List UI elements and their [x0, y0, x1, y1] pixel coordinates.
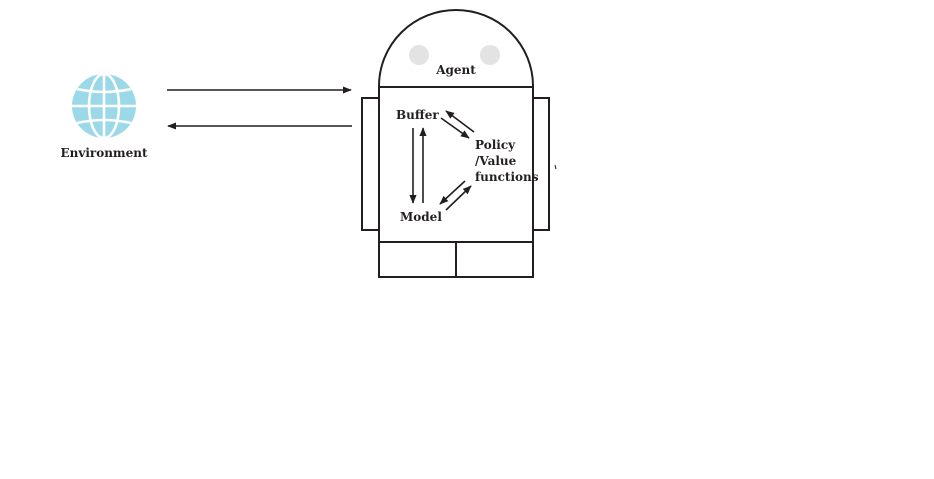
robot-arm-right [532, 97, 550, 231]
robot-eye-left [409, 45, 429, 65]
buffer-label: Buffer [396, 108, 439, 122]
agent-robot [361, 9, 550, 278]
globe-icon [72, 72, 136, 140]
robot-head [378, 9, 534, 88]
model-to-policy-arrow [445, 185, 472, 211]
buffer-to-policy-arrow [440, 117, 470, 139]
policy-value-functions-label: Policy /Value functions [475, 138, 539, 184]
stray-tick [554, 164, 557, 170]
robot-arm-left [361, 97, 380, 231]
policy-line-2: /Value [475, 154, 517, 168]
robot-eye-right [480, 45, 500, 65]
environment-label: Environment [60, 146, 148, 160]
agent-label: Agent [435, 63, 476, 77]
policy-to-buffer-arrow [445, 110, 475, 133]
policy-line-3: functions [475, 170, 539, 184]
policy-line-1: Policy [475, 138, 516, 152]
model-label: Model [400, 210, 442, 224]
policy-to-model-arrow [439, 180, 466, 205]
